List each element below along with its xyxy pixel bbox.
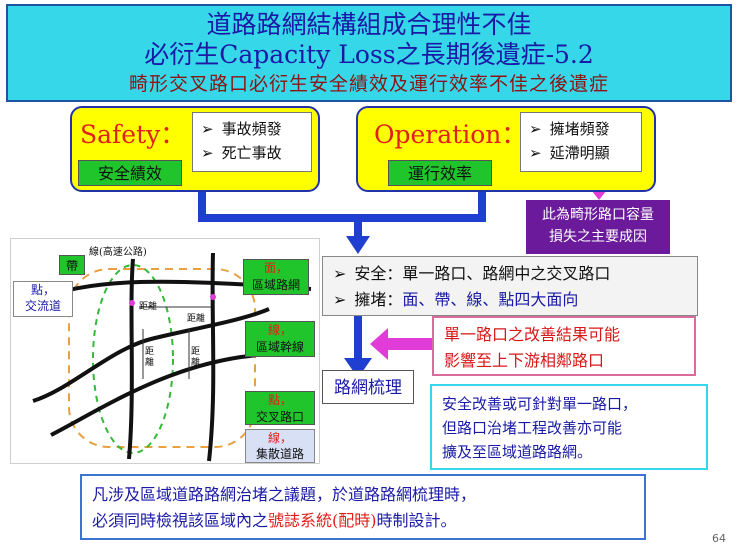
highway-label: 線(高速公路) [89, 247, 147, 258]
capacity-loss-callout: 此為畸形路口容量 損失之主要成因 [526, 200, 670, 254]
safety-congestion-box: 安全：單一路口、路網中之交叉路口 擁堵：面、帶、線、點四大面向 [322, 256, 698, 316]
callout-line-1: 此為畸形路口容量 [542, 207, 654, 223]
distance-label-right: 距離 [187, 314, 206, 324]
bottom-line-2: 必須同時檢視該區域內之號誌系統(配時)時制設計。 [92, 508, 634, 534]
middle-line-1-prefix: 安全： [354, 264, 403, 283]
operation-bullet: 擁堵頻發 [529, 117, 633, 141]
operation-bullets: 擁堵頻發 延滯明顯 [520, 112, 642, 172]
improvement-scope-box: 安全改善或可針對單一路口， 但路口治堵工程改善亦可能 擴及至區域道路路網。 [430, 384, 708, 470]
distance-label-v2: 距離 [191, 347, 201, 368]
operation-label: 運行效率 [388, 160, 492, 186]
int-label-2: 交叉路口 [255, 410, 304, 424]
area-boundary [68, 268, 256, 448]
middle-line-1: 安全：單一路口、路網中之交叉路口 [333, 261, 687, 287]
title-line-3: 畸形交叉路口必衍生安全績效及運行效率不佳之後遺症 [128, 73, 609, 95]
cyan-line-1: 安全改善或可針對單一路口， [442, 395, 638, 413]
signal-timing-note: 凡涉及區域道路路網治堵之議題，於道路路網梳理時， 必須同時檢視該區域內之號誌系統… [80, 474, 646, 540]
middle-line-2-prefix: 擁堵： [354, 290, 403, 309]
distributor-road-label: 線， 集散道路 [245, 429, 315, 463]
single-intersection-box: 單一路口之改善結果可能 影響至上下游相鄰路口 [432, 316, 696, 376]
arrow-network-stem [354, 316, 362, 360]
intersection-point [129, 300, 135, 306]
cyan-line-2: 但路口治堵工程改善亦可能 [442, 419, 623, 437]
vertical-road-1 [127, 258, 135, 460]
title-line-2: 必衍生Capacity Loss之長期後遺症-5.2 [144, 40, 594, 69]
network-sorting-label: 路網梳理 [322, 370, 414, 404]
bottom-line-2-suffix: 時制設計。 [376, 511, 457, 530]
intersection-point [210, 294, 216, 300]
callout-line-2: 損失之主要成因 [549, 229, 647, 245]
safety-heading: Safety： [80, 120, 186, 149]
distance-label-v1: 距離 [145, 347, 155, 368]
cyan-line-3: 擴及至區域道路路網。 [442, 443, 593, 461]
road-network-diagram: 線(高速公路) 帶 點， 交流道 面， 區域路網 線， 區域幹線 點， 交叉路口… [10, 238, 320, 464]
bottom-line-1: 凡涉及區域道路路網治堵之議題，於道路路網梳理時， [92, 485, 477, 504]
safety-label: 安全績效 [78, 160, 182, 186]
safety-bullets: 事故頻發 死亡事故 [192, 112, 312, 172]
pink-line-1: 單一路口之改善結果可能 [444, 325, 621, 344]
bottom-line-2-highlight: 號誌系統(配時) [268, 511, 377, 530]
trunk-label-1: 線， [267, 323, 292, 337]
ramp-label-2: 交流道 [24, 299, 61, 313]
trunk-label-2: 區域幹線 [255, 340, 304, 354]
ramp-label-1: 點， [30, 283, 55, 297]
arrow-pink-head [370, 328, 388, 360]
safety-bullet: 死亡事故 [201, 141, 303, 165]
middle-line-2-text: 面、帶、線、點四大面向 [402, 290, 579, 309]
operation-heading: Operation： [374, 120, 527, 149]
arrow-operation-down [478, 192, 486, 222]
ramp-point-label: 點， 交流道 [13, 281, 73, 317]
arrow-safety-down [198, 192, 206, 222]
area-network-label: 面， 區域路網 [243, 259, 309, 295]
vertical-road-2 [207, 252, 216, 462]
arrow-join-stem [354, 214, 362, 238]
arrow-pink-body [386, 338, 432, 350]
band-boundary [92, 264, 174, 454]
operation-bullet: 延滯明顯 [529, 141, 633, 165]
safety-bullet: 事故頻發 [201, 117, 303, 141]
pink-line-2: 影響至上下游相鄰路口 [444, 351, 605, 370]
middle-line-1-text: 單一路口、路網中之交叉路口 [402, 264, 611, 283]
title-banner: 道路路網結構組成合理性不佳 必衍生Capacity Loss之長期後遺症-5.2… [6, 4, 732, 102]
dist-label-1: 線， [267, 431, 292, 445]
arrow-join-head [346, 236, 370, 254]
bottom-line-2-prefix: 必須同時檢視該區域內之 [92, 511, 269, 530]
trunk-line-label: 線， 區域幹線 [245, 321, 315, 357]
arrow-network-head [344, 358, 372, 378]
area-label-2: 區域路網 [251, 278, 300, 292]
title-line-1: 道路路網結構組成合理性不佳 [206, 10, 532, 39]
trunk-road-1 [32, 307, 270, 403]
middle-line-2: 擁堵：面、帶、線、點四大面向 [333, 287, 687, 313]
area-label-1: 面， [263, 261, 288, 275]
band-label: 帶 [59, 255, 85, 275]
intersection-point-label: 點， 交叉路口 [245, 391, 315, 425]
safety-panel: Safety： 安全績效 事故頻發 死亡事故 [70, 106, 320, 192]
page-number: 64 [712, 532, 726, 545]
int-label-1: 點， [267, 393, 292, 407]
distance-label-top: 距離 [139, 302, 158, 312]
operation-panel: Operation： 運行效率 擁堵頻發 延滯明顯 [356, 106, 656, 192]
arrow-join-bar [198, 214, 486, 222]
dist-label-2: 集散道路 [255, 447, 304, 461]
